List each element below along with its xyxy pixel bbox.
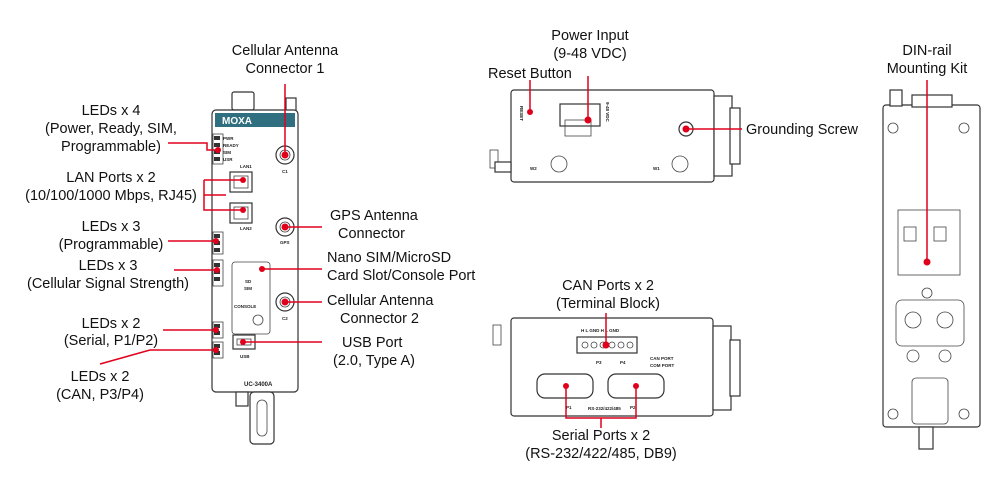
model-label: UC-3400A [244, 382, 273, 388]
svg-text:LEDs x 2: LEDs x 2 [71, 369, 130, 385]
callout-serial: Serial Ports x 2 (RS-232/422/485, DB9) [525, 428, 677, 462]
svg-text:C1: C1 [282, 169, 288, 174]
side-leaders [923, 80, 931, 266]
svg-text:P2: P2 [630, 405, 636, 410]
svg-text:RS-232/422/485: RS-232/422/485 [588, 406, 621, 411]
callout-leds-can: LEDs x 2 (CAN, P3/P4) [56, 369, 144, 403]
callout-power: Power Input (9-48 VDC) [551, 28, 628, 62]
svg-text:USR: USR [223, 157, 233, 162]
svg-text:(Power, Ready, SIM,: (Power, Ready, SIM, [45, 121, 177, 137]
svg-text:9-48 VDC: 9-48 VDC [605, 102, 610, 123]
svg-text:Serial Ports x 2: Serial Ports x 2 [552, 428, 650, 444]
svg-text:Cellular Antenna: Cellular Antenna [327, 293, 434, 309]
bottom-leaders [563, 313, 639, 428]
svg-text:P1: P1 [566, 405, 572, 410]
callout-sim: Nano SIM/MicroSD Card Slot/Console Port [327, 250, 475, 284]
svg-text:DIN-rail: DIN-rail [902, 43, 951, 59]
svg-text:LEDs x 3: LEDs x 3 [79, 258, 138, 274]
svg-text:LAN Ports x 2: LAN Ports x 2 [66, 170, 155, 186]
callout-ground: Grounding Screw [746, 122, 859, 138]
svg-text:(Terminal Block): (Terminal Block) [556, 296, 660, 312]
svg-text:GPS: GPS [280, 240, 290, 245]
callout-leds-prog: LEDs x 3 (Programmable) [59, 219, 164, 253]
callout-lan: LAN Ports x 2 (10/100/1000 Mbps, RJ45) [25, 170, 197, 204]
svg-text:CONSOLE: CONSOLE [234, 304, 256, 309]
svg-text:C2: C2 [282, 316, 288, 321]
front-leaders [99, 84, 322, 365]
brand-label: MOXA [222, 116, 252, 127]
svg-text:LEDs x 2: LEDs x 2 [82, 316, 141, 332]
svg-text:Programmable): Programmable) [61, 139, 161, 155]
svg-text:(9-48 VDC): (9-48 VDC) [553, 46, 626, 62]
svg-text:Grounding Screw: Grounding Screw [746, 122, 859, 138]
svg-text:SD: SD [245, 279, 252, 284]
svg-text:LAN2: LAN2 [240, 226, 252, 231]
svg-text:LEDs x 4: LEDs x 4 [82, 103, 141, 119]
svg-text:USB: USB [240, 354, 250, 359]
callout-reset: Reset Button [488, 66, 572, 82]
svg-text:Card Slot/Console Port: Card Slot/Console Port [327, 268, 475, 284]
top-leaders [527, 76, 742, 133]
callout-gps: GPS Antenna Connector [330, 208, 419, 242]
svg-text:USB Port: USB Port [342, 335, 402, 351]
callout-usb: USB Port (2.0, Type A) [333, 335, 415, 369]
svg-text:(2.0, Type A): (2.0, Type A) [333, 353, 415, 369]
svg-text:GPS Antenna: GPS Antenna [330, 208, 419, 224]
svg-text:SIM: SIM [223, 150, 231, 155]
callout-can: CAN Ports x 2 (Terminal Block) [556, 278, 660, 312]
sim-sd-console-panel: SD SIM CONSOLE [231, 261, 271, 335]
svg-text:Power Input: Power Input [551, 28, 628, 44]
svg-text:Mounting Kit: Mounting Kit [887, 61, 968, 77]
svg-text:PWR: PWR [223, 136, 234, 141]
svg-text:Reset Button: Reset Button [488, 66, 572, 82]
svg-text:READY: READY [223, 143, 239, 148]
bottom-view-device: H L GND H L GND P3 P4 CAN PORT COM PORT … [492, 317, 741, 417]
callout-leds-cell: LEDs x 3 (Cellular Signal Strength) [27, 258, 189, 292]
top-view-device: RESET 9-48 VDC W2 W1 [489, 89, 741, 183]
callout-cellular-1: Cellular Antenna Connector 1 [232, 43, 339, 77]
callout-leds-serial: LEDs x 2 (Serial, P1/P2) [64, 316, 158, 349]
svg-text:LAN1: LAN1 [240, 164, 252, 169]
svg-text:RESET: RESET [519, 106, 524, 121]
svg-text:P3: P3 [596, 360, 602, 365]
svg-text:CAN Ports x 2: CAN Ports x 2 [562, 278, 654, 294]
svg-text:(10/100/1000 Mbps, RJ45): (10/100/1000 Mbps, RJ45) [25, 188, 197, 204]
svg-text:(RS-232/422/485, DB9): (RS-232/422/485, DB9) [525, 446, 677, 462]
svg-text:(Programmable): (Programmable) [59, 237, 164, 253]
svg-text:SIM: SIM [244, 286, 252, 291]
callout-din: DIN-rail Mounting Kit [887, 43, 968, 77]
callout-cellular-2: Cellular Antenna Connector 2 [327, 293, 434, 327]
side-view-device [882, 89, 981, 450]
svg-text:(Cellular Signal Strength): (Cellular Signal Strength) [27, 276, 189, 292]
svg-text:COM PORT: COM PORT [650, 363, 675, 368]
svg-text:W1: W1 [653, 166, 660, 171]
svg-text:Nano SIM/MicroSD: Nano SIM/MicroSD [327, 250, 451, 266]
svg-text:CAN PORT: CAN PORT [650, 356, 674, 361]
svg-text:H L GND H L GND: H L GND H L GND [581, 328, 620, 333]
svg-text:W2: W2 [530, 166, 537, 171]
svg-text:(CAN, P3/P4): (CAN, P3/P4) [56, 387, 144, 403]
svg-text:Connector: Connector [338, 226, 405, 242]
lan-port-2: LAN2 [229, 202, 253, 231]
svg-text:(Serial, P1/P2): (Serial, P1/P2) [64, 333, 158, 349]
svg-text:Cellular Antenna: Cellular Antenna [232, 43, 339, 59]
svg-text:Connector 1: Connector 1 [246, 61, 325, 77]
svg-text:Connector 2: Connector 2 [340, 311, 419, 327]
svg-text:LEDs x 3: LEDs x 3 [82, 219, 141, 235]
brand-strip [215, 113, 295, 127]
svg-text:P4: P4 [620, 360, 626, 365]
callout-leds-4: LEDs x 4 (Power, Ready, SIM, Programmabl… [45, 103, 177, 155]
